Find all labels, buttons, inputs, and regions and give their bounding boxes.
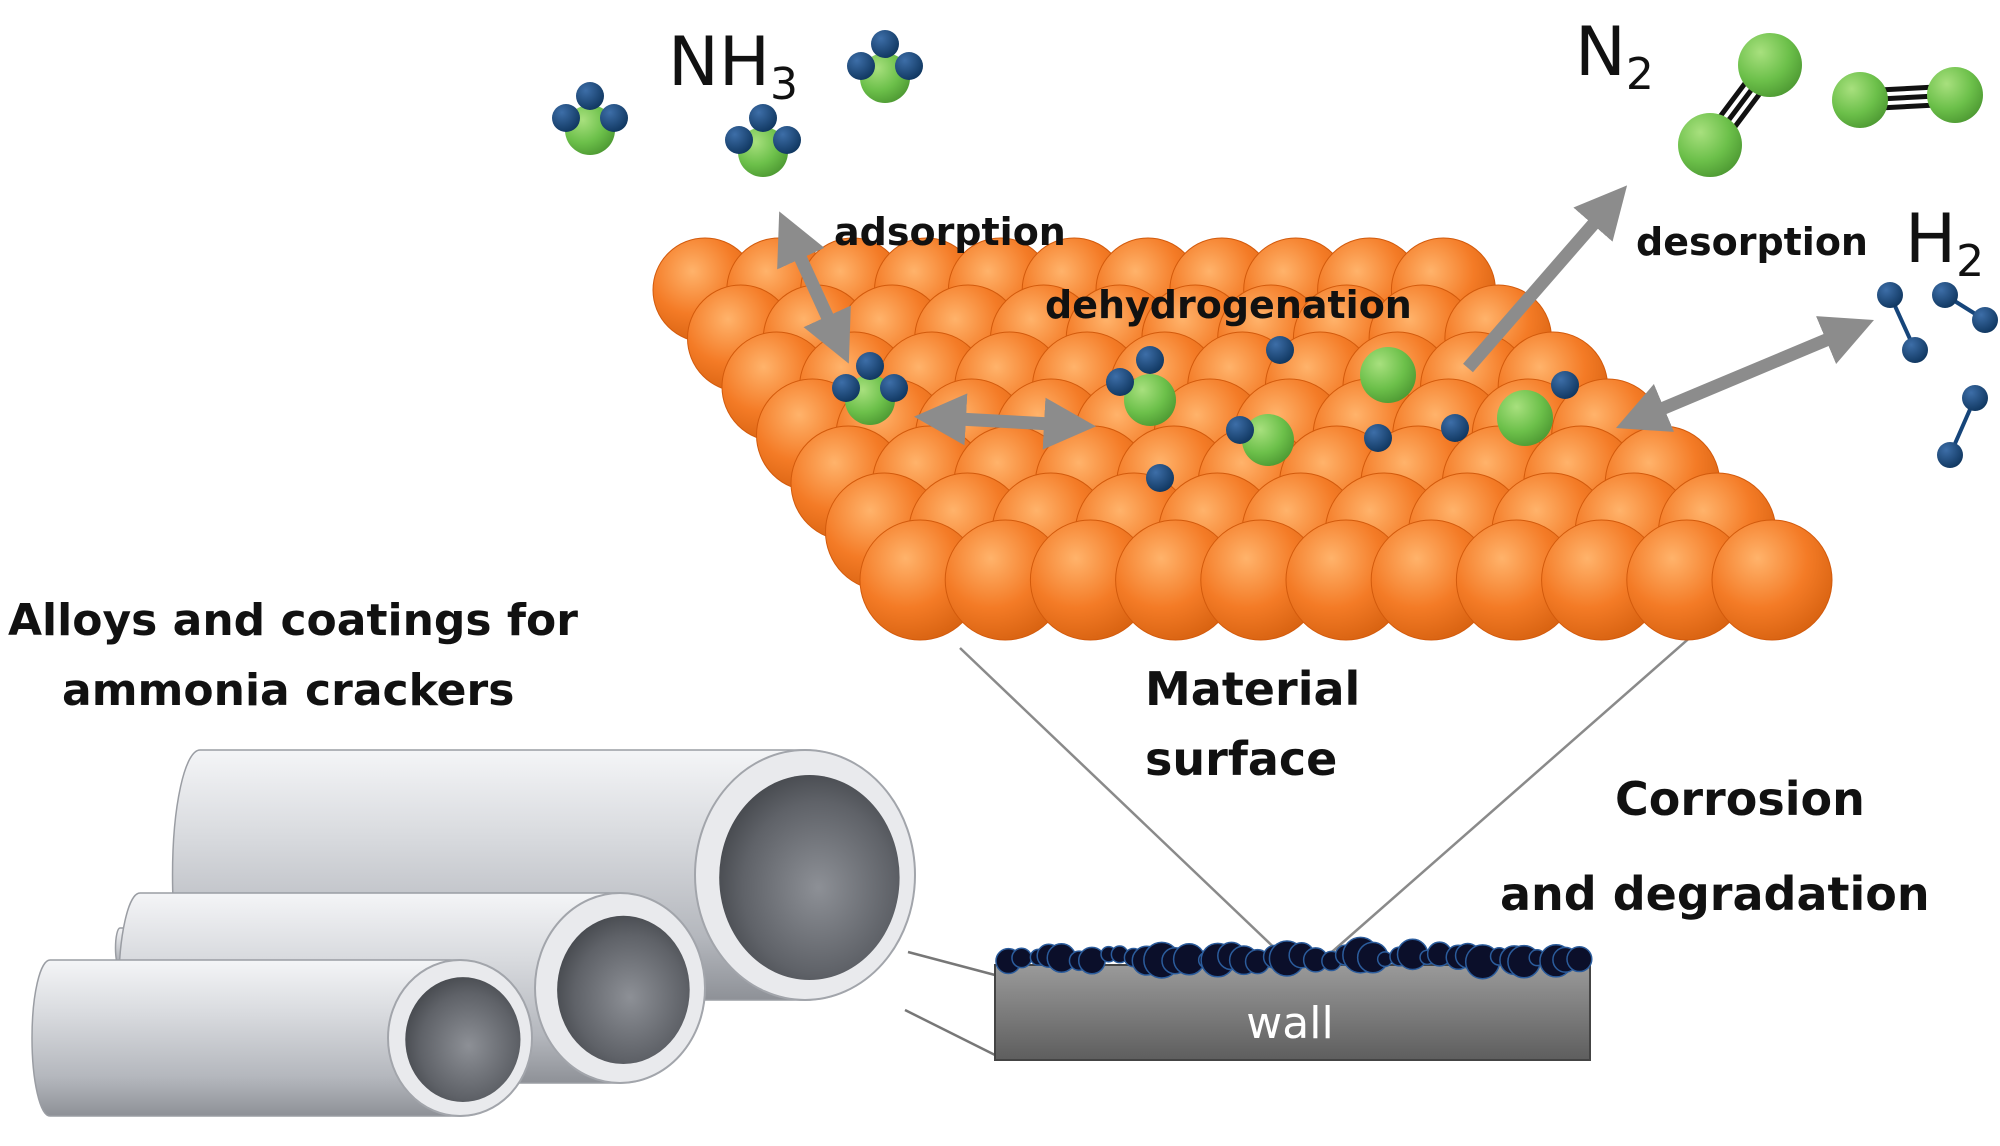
- nitrogen-atom: [1678, 113, 1742, 177]
- hydrogen-atom: [1441, 414, 1469, 442]
- corrosion-line2: and degradation: [1500, 867, 1930, 921]
- hydrogen-atom: [1136, 346, 1164, 374]
- nitrogen-atom: [1832, 72, 1888, 128]
- hydrogen-atom: [1972, 307, 1998, 333]
- material-surface-line2: surface: [1145, 732, 1337, 786]
- nh3-label: NH3: [668, 23, 798, 110]
- hydrogen-atom: [856, 352, 884, 380]
- h2-label-subscript: 2: [1956, 236, 1984, 287]
- wall-label: wall: [1246, 998, 1333, 1049]
- wall-block: [994, 964, 1591, 1061]
- hydrogen-atom: [1937, 442, 1963, 468]
- n2-desorption-arrow: [1463, 185, 1628, 373]
- hydrogen-atom: [552, 104, 580, 132]
- hydrogen-atom: [1877, 282, 1903, 308]
- tube-bore: [405, 977, 521, 1102]
- hydrogen-atom: [871, 30, 899, 58]
- hydrogen-atom: [576, 82, 604, 110]
- hydrogen-atom: [1932, 282, 1958, 308]
- hydrogen-atom: [1106, 368, 1134, 396]
- n2-label: N2: [1575, 13, 1654, 100]
- alloy-tubes: [31, 749, 916, 1117]
- alloys-title-line1: Alloys and coatings for: [8, 595, 578, 646]
- nitrogen-atom: [1124, 374, 1176, 426]
- surface-diffusion-arrow: [914, 393, 1096, 450]
- hydrogen-atom: [1962, 385, 1988, 411]
- n2-label-subscript: 2: [1626, 49, 1654, 100]
- corrosion-particle: [1011, 947, 1033, 969]
- adsorption-arrow: [777, 211, 851, 364]
- nh3-label-main: NH: [668, 23, 770, 102]
- corrosion-line1: Corrosion: [1615, 772, 1865, 826]
- hydrogen-atom: [1902, 337, 1928, 363]
- hydrogen-atom: [1266, 336, 1294, 364]
- nh3-label-subscript: 3: [770, 59, 798, 110]
- hydrogen-atom: [847, 52, 875, 80]
- molecules-layer: [552, 30, 1998, 492]
- h2-label: H2: [1905, 200, 1984, 287]
- desorption-label: desorption: [1636, 220, 1868, 264]
- nitrogen-atom: [1738, 33, 1802, 97]
- hydrogen-atom: [1551, 371, 1579, 399]
- adsorption-label: adsorption: [834, 210, 1066, 254]
- nitrogen-atom: [1242, 414, 1294, 466]
- dehydrogenation-label: dehydrogenation: [1045, 283, 1412, 327]
- corrosion-deposit-layer: [995, 936, 1593, 980]
- hydrogen-atom: [1364, 424, 1392, 452]
- corrosion-particle: [1566, 946, 1593, 973]
- nitrogen-atom: [1497, 390, 1553, 446]
- hydrogen-atom: [773, 126, 801, 154]
- hydrogen-atom: [725, 126, 753, 154]
- nitrogen-atom: [1927, 67, 1983, 123]
- nitrogen-atom: [1360, 347, 1416, 403]
- surface-atom: [1711, 519, 1833, 641]
- n2-label-main: N: [1575, 13, 1626, 92]
- hydrogen-atom: [895, 52, 923, 80]
- material-surface-line1: Material: [1145, 662, 1360, 716]
- hydrogen-atom: [1146, 464, 1174, 492]
- tube-bore: [557, 915, 690, 1064]
- alloys-title-line2: ammonia crackers: [62, 665, 514, 716]
- h2-desorption-arrow: [1616, 316, 1874, 432]
- wall-link-bottom: [904, 1008, 996, 1057]
- wall-cross-section: wall: [904, 936, 1593, 1061]
- h2-label-main: H: [1905, 200, 1956, 279]
- wall-link-top: [907, 950, 996, 977]
- zoom-line-left: [959, 647, 1286, 959]
- hydrogen-atom: [1226, 416, 1254, 444]
- hydrogen-atom: [600, 104, 628, 132]
- hydrogen-atom: [832, 374, 860, 402]
- process-arrows: [777, 185, 1874, 450]
- hydrogen-atom: [880, 374, 908, 402]
- hydrogen-atom: [749, 104, 777, 132]
- tube-bore: [719, 775, 900, 980]
